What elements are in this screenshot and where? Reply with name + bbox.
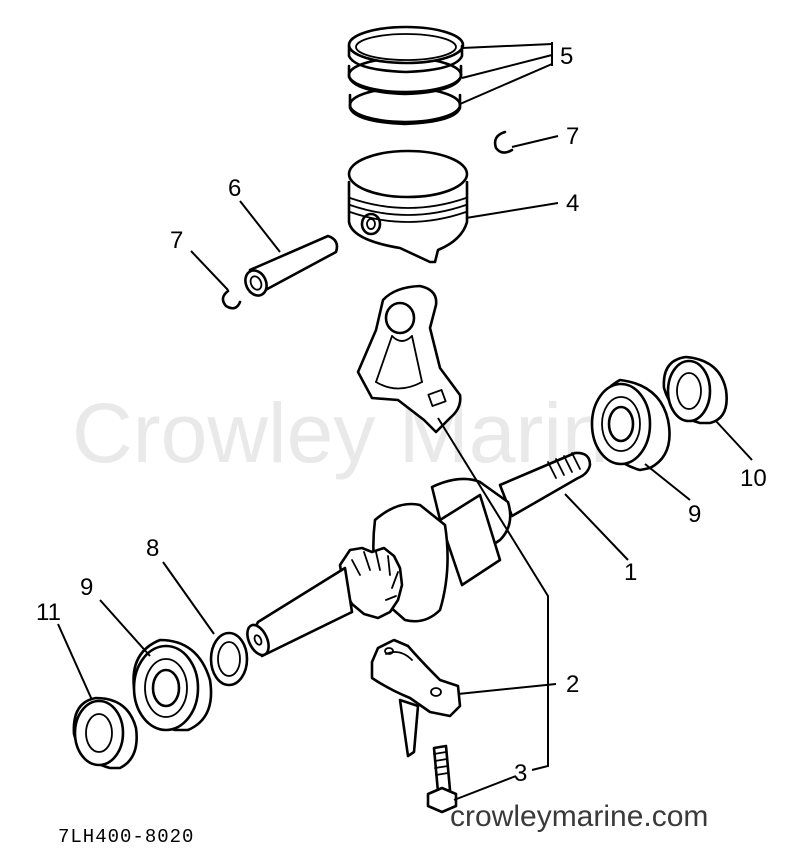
leader-1: [564, 493, 629, 561]
bearing-left[interactable]: [132, 638, 213, 732]
leader-5a: [461, 43, 553, 49]
bearing-right[interactable]: [590, 378, 671, 472]
callout-5: 5: [560, 43, 573, 70]
leader-9-left: [99, 599, 151, 657]
callout-1: 1: [624, 559, 637, 586]
callout-8: 8: [146, 535, 159, 562]
callout-6: 6: [228, 175, 241, 202]
leader-3: [453, 775, 517, 801]
leader-5c: [459, 63, 553, 105]
leader-11: [57, 623, 93, 701]
leader-5b: [461, 54, 553, 79]
piston-rings[interactable]: [347, 25, 465, 126]
thrust-washer[interactable]: [209, 631, 249, 687]
callout-9-right: 9: [688, 501, 701, 528]
oil-seal-left[interactable]: [72, 696, 138, 770]
callout-4: 4: [566, 190, 579, 217]
leader-7-right: [511, 135, 559, 148]
leader-7-left: [190, 250, 229, 291]
crankshaft[interactable]: [243, 451, 592, 658]
connecting-rod-bolt[interactable]: [426, 744, 458, 814]
drawing-code: 7LH400-8020: [58, 826, 194, 848]
oil-seal-right[interactable]: [662, 355, 728, 425]
leader-9-right: [644, 463, 691, 501]
callout-7-left: 7: [170, 227, 183, 254]
leader-6: [239, 200, 281, 253]
leader-4: [465, 202, 559, 219]
leader-2: [457, 683, 557, 695]
website-url: crowleymarine.com: [450, 800, 708, 833]
piston-pin[interactable]: [241, 234, 339, 299]
piston-pin-clip-right[interactable]: [493, 130, 514, 154]
callout-10: 10: [740, 465, 767, 492]
callout-2: 2: [566, 671, 579, 698]
piston-pin-clip-left[interactable]: [221, 289, 242, 310]
connecting-rod-cap[interactable]: [370, 638, 462, 758]
leader-10: [714, 419, 753, 461]
callout-11: 11: [36, 599, 61, 626]
connecting-rod[interactable]: [356, 284, 462, 434]
leader-rod-group: [437, 417, 549, 771]
callout-7-right: 7: [566, 123, 579, 150]
leader-8: [162, 561, 215, 635]
piston[interactable]: [347, 149, 469, 264]
callout-3: 3: [514, 760, 527, 787]
callout-9-left: 9: [80, 574, 93, 601]
